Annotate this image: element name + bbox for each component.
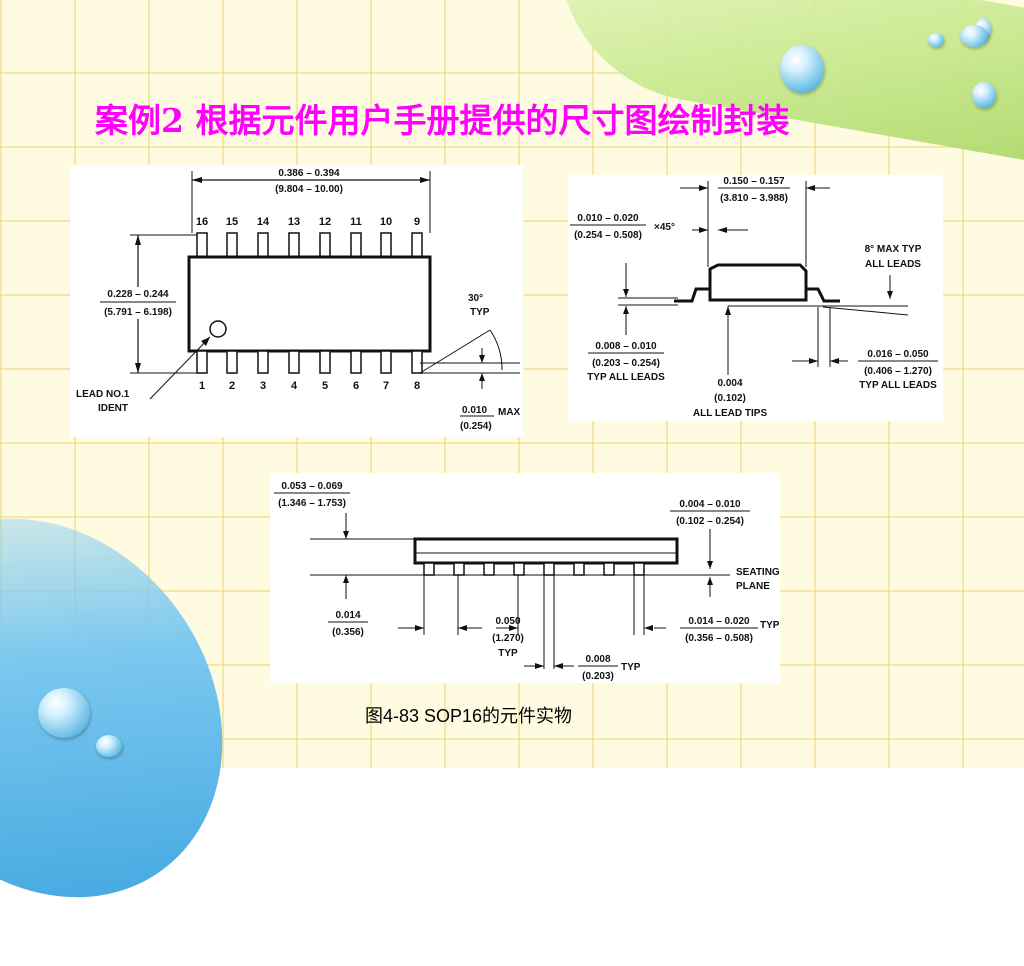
water-drop-icon (96, 735, 122, 757)
pitch-mm-label: (1.270) (492, 633, 524, 644)
max-dim-label: 0.010 (462, 405, 487, 416)
radius-note: TYP (621, 662, 641, 673)
lead-ident-label-2: IDENT (98, 403, 128, 414)
tip-note: ALL LEAD TIPS (693, 408, 768, 419)
pin-label: 11 (350, 216, 362, 228)
angle-label-2: ALL LEADS (865, 259, 921, 270)
lead-width-range-note: TYP (760, 620, 780, 631)
pin-label: 6 (353, 380, 359, 392)
height-dim-label: 0.053 – 0.069 (281, 481, 343, 492)
foot-dim-label: 0.016 – 0.050 (867, 349, 929, 360)
water-drop-icon (780, 45, 824, 93)
radius-mm-label: (0.203) (582, 671, 614, 682)
top-dim-mm-label: (3.810 – 3.988) (720, 193, 788, 204)
figure-caption: 图4-83 SOP16的元件实物 (365, 706, 573, 726)
water-drop-icon (972, 82, 996, 108)
top-pins (196, 232, 423, 258)
pin-label: 2 (229, 380, 235, 392)
foot-dim-mm-label: (0.406 – 1.270) (864, 366, 932, 377)
radius-label: 0.008 (585, 654, 610, 665)
pin-label: 7 (383, 380, 389, 392)
front-view-drawing: 0.053 – 0.069 (1.346 – 1.753) 0.004 – 0.… (274, 481, 780, 682)
pin-label: 10 (380, 216, 392, 228)
top-pin-labels: 16 15 14 13 12 11 10 9 (196, 216, 420, 228)
lead-width-label: 0.014 (335, 610, 360, 621)
lead-width-range-mm-label: (0.356 – 0.508) (685, 633, 753, 644)
pitch-note: TYP (498, 648, 518, 659)
left-lead (674, 287, 710, 303)
ic-body-side (708, 263, 808, 302)
ic-body-top (187, 255, 432, 353)
chamfer-angle-label: ×45° (654, 222, 675, 233)
bottom-pins (196, 350, 423, 374)
right-lead (806, 287, 840, 303)
pin-label: 13 (288, 216, 300, 228)
top-dim-label: 0.150 – 0.157 (723, 176, 785, 187)
side-view-panel: 0.150 – 0.157 (3.810 – 3.988) 0.010 – 0.… (568, 175, 943, 421)
ic-body-front (413, 537, 679, 565)
pin-label: 1 (199, 380, 205, 392)
height-dim-label: 0.228 – 0.244 (107, 289, 169, 300)
lead-ident-label: LEAD NO.1 (76, 389, 130, 400)
side-view-drawing: 0.150 – 0.157 (3.810 – 3.988) 0.010 – 0.… (570, 176, 938, 419)
height-dim-mm-label: (5.791 – 6.198) (104, 307, 172, 318)
front-view-panel: 0.053 – 0.069 (1.346 – 1.753) 0.004 – 0.… (270, 473, 780, 683)
top-view-panel: 0.386 – 0.394 (9.804 – 10.00) 16 15 14 1… (70, 165, 523, 437)
width-dim-label: 0.386 – 0.394 (278, 168, 340, 179)
pin-label: 9 (414, 216, 420, 228)
bottom-pin-labels: 1 2 3 4 5 6 7 8 (199, 380, 420, 392)
seating-plane-label-2: PLANE (736, 581, 770, 592)
pin-label: 8 (414, 380, 420, 392)
max-label: MAX (498, 407, 521, 418)
water-drop-icon (960, 25, 988, 47)
angle-label: 8° MAX TYP (865, 244, 922, 255)
lead-thickness-mm-label: (0.203 – 0.254) (592, 358, 660, 369)
max-dim-mm-label: (0.254) (460, 421, 492, 432)
standoff-dim-label: 0.004 – 0.010 (679, 499, 741, 510)
pin-label: 15 (226, 216, 238, 228)
slide-title: 案例2 根据元件用户手册提供的尺寸图绘制封装 (95, 101, 790, 140)
pin-label: 3 (260, 380, 266, 392)
pin-label: 12 (319, 216, 331, 228)
water-drop-icon (928, 33, 944, 47)
pitch-label: 0.050 (495, 616, 520, 627)
lead-thickness-label: 0.008 – 0.010 (595, 341, 657, 352)
front-leads (423, 562, 645, 576)
seating-plane-label: SEATING (736, 567, 780, 578)
water-drop-icon (38, 688, 90, 738)
top-view-drawing: 0.386 – 0.394 (9.804 – 10.00) 16 15 14 1… (76, 168, 521, 432)
chamfer-dim-mm-label: (0.254 – 0.508) (574, 230, 642, 241)
tip-dim-label: 0.004 (717, 378, 742, 389)
width-dim-mm-label: (9.804 – 10.00) (275, 184, 343, 195)
angle-label-2: TYP (470, 307, 490, 318)
tip-dim-mm-label: (0.102) (714, 393, 746, 404)
pin-label: 4 (291, 380, 298, 392)
lead-width-mm-label: (0.356) (332, 627, 364, 638)
angle-label: 30° (468, 293, 483, 304)
pin-label: 16 (196, 216, 208, 228)
foot-note: TYP ALL LEADS (859, 380, 937, 391)
height-dim-mm-label: (1.346 – 1.753) (278, 498, 346, 509)
standoff-dim-mm-label: (0.102 – 0.254) (676, 516, 744, 527)
chamfer-dim-label: 0.010 – 0.020 (577, 213, 639, 224)
pin-label: 5 (322, 380, 328, 392)
lead-thickness-note: TYP ALL LEADS (587, 372, 665, 383)
pin1-marker (209, 320, 227, 338)
lead-width-range-label: 0.014 – 0.020 (688, 616, 750, 627)
pin-label: 14 (257, 216, 270, 228)
